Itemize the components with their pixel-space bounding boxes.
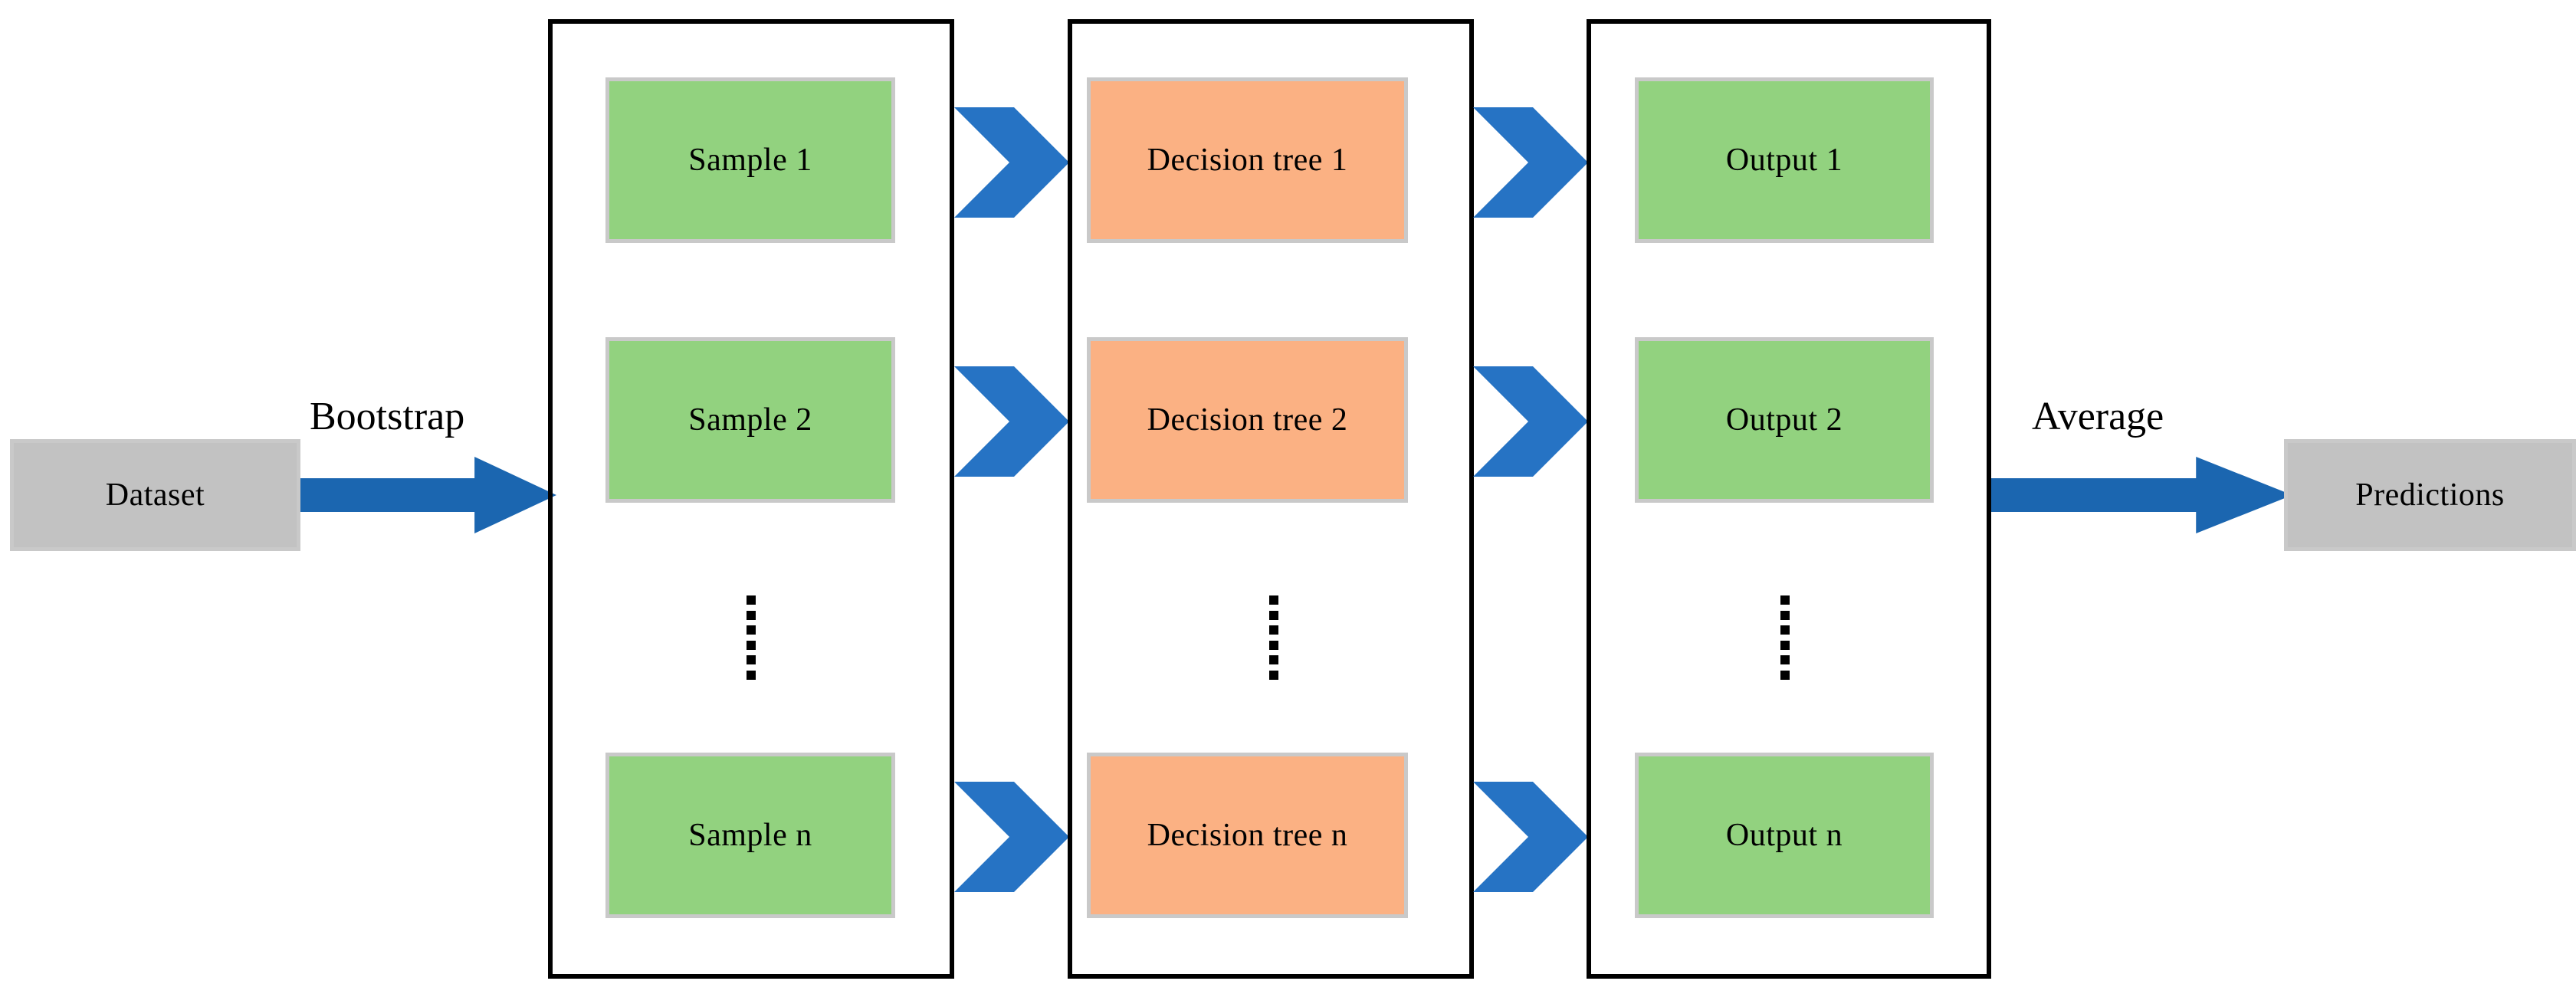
chevron-right-icon-tree-to-output-1 — [1473, 107, 1588, 218]
chevron-right-icon-tree-to-output-2 — [1473, 366, 1588, 477]
sample-box-n[interactable]: Sample n — [605, 753, 895, 918]
average-label: Average — [2032, 395, 2164, 438]
sample-box-2[interactable]: Sample 2 — [605, 337, 895, 503]
predictions-label: Predictions — [2355, 477, 2505, 513]
samples-column-frame — [548, 19, 954, 979]
decision-tree-box-1[interactable]: Decision tree 1 — [1087, 77, 1408, 243]
output-box-1[interactable]: Output 1 — [1635, 77, 1934, 243]
output-box-2[interactable]: Output 2 — [1635, 337, 1934, 503]
chevron-right-icon-sample-to-tree-1 — [954, 107, 1069, 218]
dataset-label: Dataset — [105, 477, 205, 513]
decision-trees-vertical-ellipsis-icon — [1268, 595, 1279, 680]
bootstrap-arrow-icon — [300, 457, 556, 533]
output-label-2: Output 2 — [1725, 402, 1843, 438]
decision-trees-column-frame — [1068, 19, 1474, 979]
decision-tree-box-n[interactable]: Decision tree n — [1087, 753, 1408, 918]
sample-label-2: Sample 2 — [688, 402, 812, 438]
samples-vertical-ellipsis-icon — [746, 595, 756, 680]
chevron-right-icon-sample-to-tree-n — [954, 782, 1069, 892]
chevron-right-icon-tree-to-output-n — [1473, 782, 1588, 892]
sample-label-1: Sample 1 — [688, 142, 812, 178]
average-arrow-icon — [1991, 457, 2292, 533]
predictions-box[interactable]: Predictions — [2284, 439, 2576, 551]
decision-tree-box-2[interactable]: Decision tree 2 — [1087, 337, 1408, 503]
decision-tree-label-1: Decision tree 1 — [1147, 142, 1348, 178]
chevron-right-icon-sample-to-tree-2 — [954, 366, 1069, 477]
decision-tree-label-n: Decision tree n — [1147, 817, 1348, 853]
outputs-column-frame — [1587, 19, 1991, 979]
output-box-n[interactable]: Output n — [1635, 753, 1934, 918]
bootstrap-label: Bootstrap — [310, 395, 465, 438]
outputs-vertical-ellipsis-icon — [1780, 595, 1790, 680]
decision-tree-label-2: Decision tree 2 — [1147, 402, 1348, 438]
output-label-n: Output n — [1725, 817, 1843, 853]
sample-label-n: Sample n — [688, 817, 812, 853]
dataset-box[interactable]: Dataset — [10, 439, 300, 551]
output-label-1: Output 1 — [1725, 142, 1843, 178]
sample-box-1[interactable]: Sample 1 — [605, 77, 895, 243]
